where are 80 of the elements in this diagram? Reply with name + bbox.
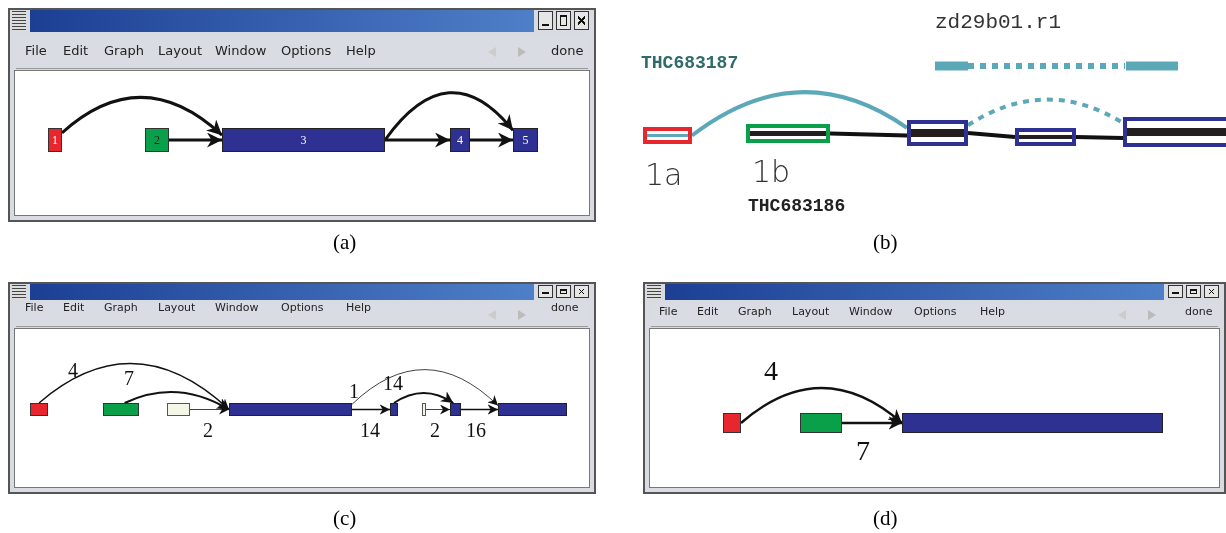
edge-label: 4 (68, 360, 78, 380)
numbered-node-box: 2 (145, 128, 169, 152)
exon-box (907, 120, 968, 146)
exon-box (800, 413, 842, 433)
menu-item: Help (346, 302, 372, 313)
exon-box (1123, 117, 1226, 147)
edge-label: 7 (124, 368, 134, 388)
exon-box (167, 403, 190, 416)
menu-item: Layout (792, 306, 830, 317)
exon-box (422, 403, 426, 416)
arrow (123, 391, 230, 411)
edge-label: 1 (349, 381, 359, 401)
exon-box (746, 124, 830, 143)
arrow (383, 91, 515, 141)
cluster-name: THC683187 (641, 54, 739, 72)
exon-box (723, 413, 741, 433)
menu-item: Graph (104, 44, 144, 57)
menu-item: Graph (738, 306, 772, 317)
edge-label: 16 (466, 420, 486, 440)
menu-item: Edit (63, 44, 89, 57)
cluster-name: THC683186 (748, 197, 846, 215)
connector-line (967, 131, 1016, 139)
exon-box (902, 413, 1163, 433)
menu-item: Graph (104, 302, 138, 313)
arrow (169, 132, 222, 148)
numbered-node-box: 4 (450, 128, 470, 152)
edge-label: 14 (360, 420, 380, 440)
exon-box (229, 403, 352, 416)
menu-item: Layout (158, 302, 196, 313)
edge-label: 2 (430, 420, 440, 440)
panel-caption: (b) (873, 232, 898, 253)
menu-item: Edit (697, 306, 719, 317)
menu-item: File (25, 302, 44, 313)
edge-label: 2 (203, 420, 213, 440)
exon-label: 1a (645, 160, 683, 190)
numbered-node-box: 3 (222, 128, 385, 152)
menu-item: Window (849, 306, 893, 317)
panel-caption: (c) (333, 508, 357, 529)
connector-line (1075, 135, 1124, 140)
exon-box (103, 403, 139, 416)
exon-label: 1b (752, 157, 791, 187)
menu-item: done (1185, 306, 1213, 317)
arrow (351, 404, 391, 415)
edge-label: 7 (856, 437, 870, 465)
connector-line (690, 90, 909, 138)
menu-item: File (659, 306, 678, 317)
exon-box (1015, 128, 1076, 146)
arrow (385, 132, 450, 148)
menu-item: Options (281, 44, 332, 57)
arrow (460, 404, 499, 415)
arrow (393, 391, 455, 404)
menu-item: Layout (158, 44, 203, 57)
edge-label: 4 (764, 357, 778, 385)
menu-item: Help (346, 44, 376, 57)
menu-item: Edit (63, 302, 85, 313)
exon-box (450, 403, 461, 416)
menu-item: File (25, 44, 47, 57)
menu-item: done (551, 302, 579, 313)
arrow (61, 95, 223, 137)
arrow (740, 386, 903, 424)
est-name: zd29b01.r1 (935, 12, 1062, 33)
arrow (842, 416, 902, 430)
connector-line (829, 131, 908, 138)
connector-line (966, 97, 1124, 127)
menu-item: Options (914, 306, 957, 317)
exon-box (643, 127, 692, 144)
menu-item: Window (215, 302, 259, 313)
numbered-node-box: 5 (513, 128, 538, 152)
panel-caption: (d) (873, 508, 898, 529)
menu-item: done (551, 44, 584, 57)
menu-item: Options (281, 302, 324, 313)
menu-item: Help (980, 306, 1006, 317)
exon-box (30, 403, 48, 416)
edge-label: 14 (383, 373, 403, 393)
menu-item: Window (215, 44, 267, 57)
panel-caption: (a) (333, 232, 357, 253)
exon-box (390, 403, 398, 416)
arrow (470, 132, 513, 148)
numbered-node-box: 1 (48, 128, 62, 152)
exon-box (498, 403, 567, 416)
